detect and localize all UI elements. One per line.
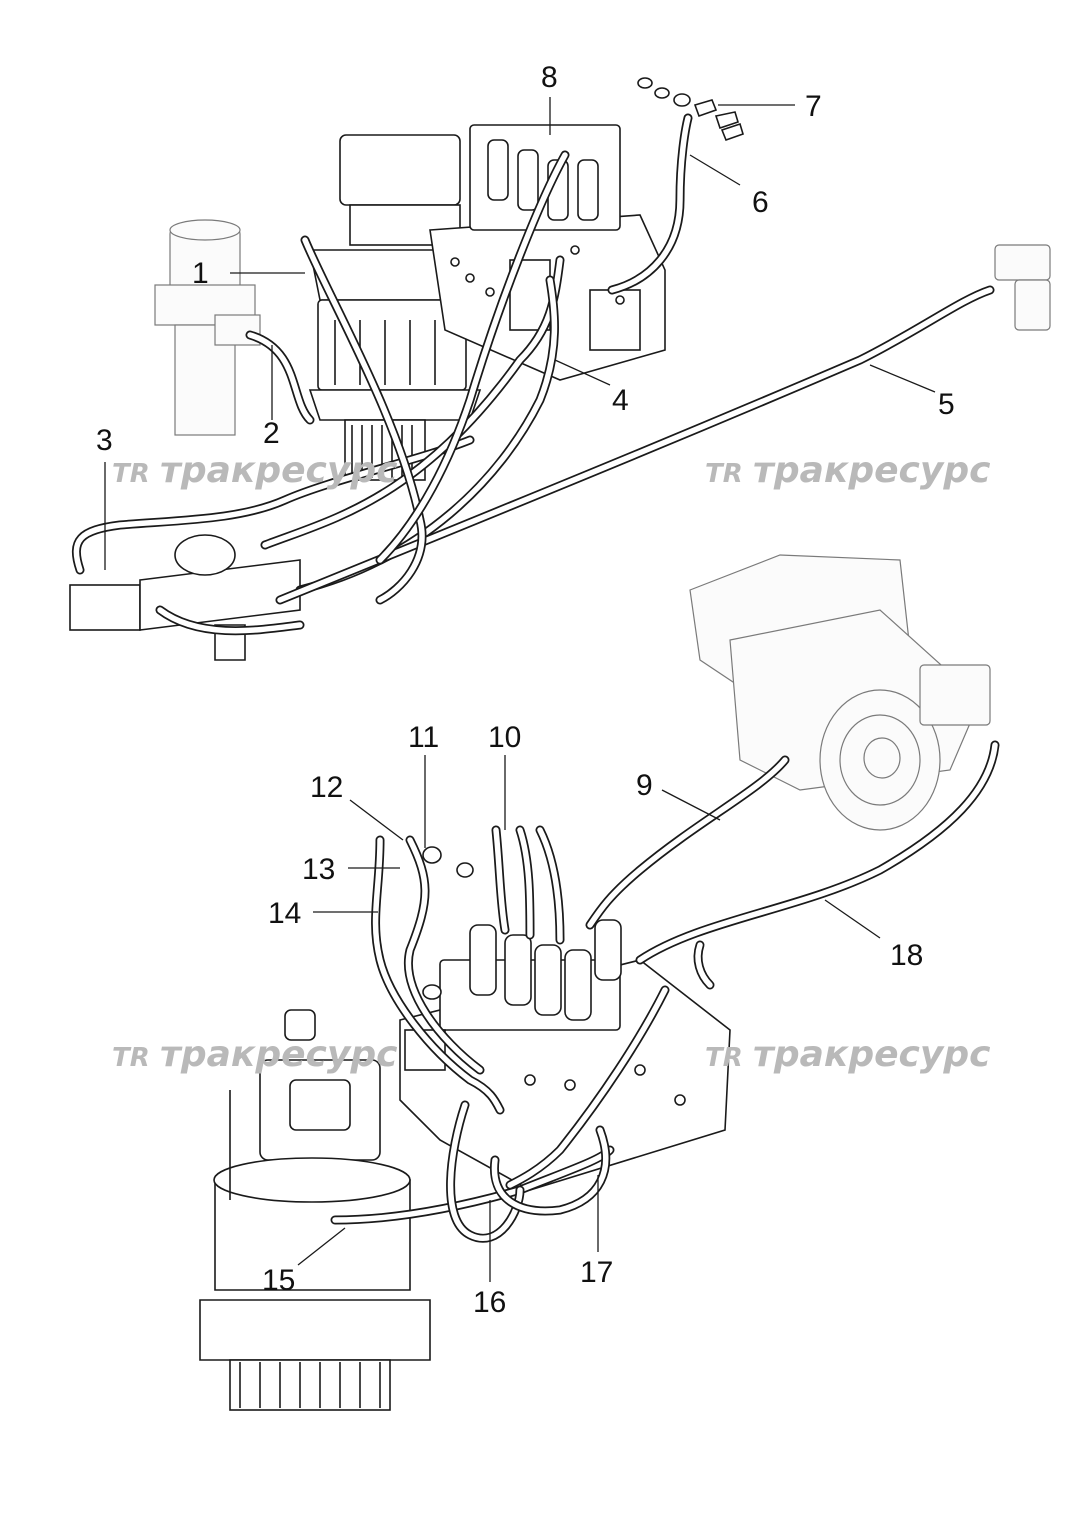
svg-text:тракресурс: тракресурс xyxy=(160,1034,397,1075)
callout-16: 16 xyxy=(473,1286,506,1319)
callout-17: 17 xyxy=(580,1256,613,1289)
callout-9: 9 xyxy=(636,769,653,802)
callout-13: 13 xyxy=(302,853,335,886)
filter-housing xyxy=(994,244,1051,331)
callout-8: 8 xyxy=(541,61,558,94)
svg-text:TR: TR xyxy=(112,459,150,489)
callout-18: 18 xyxy=(890,939,923,972)
swivel-joint xyxy=(154,219,261,436)
callout-10: 10 xyxy=(488,721,521,754)
fittings-group-lower xyxy=(422,846,474,1000)
svg-text:TR: TR xyxy=(705,1043,743,1073)
fittings-group-7 xyxy=(637,77,744,142)
svg-text:тракресурс: тракресурс xyxy=(753,450,990,491)
svg-text:тракресурс: тракресурс xyxy=(160,450,397,491)
swing-motor-lower xyxy=(199,1009,431,1411)
watermark-3: TR тракресурс xyxy=(112,1034,397,1075)
lower-assembly xyxy=(199,554,1000,1411)
callout-5: 5 xyxy=(938,388,955,421)
svg-text:тракресурс: тракресурс xyxy=(753,1034,990,1075)
svg-text:TR: TR xyxy=(112,1043,150,1073)
callout-2: 2 xyxy=(263,417,280,450)
callout-6: 6 xyxy=(752,186,769,219)
callout-4: 4 xyxy=(612,384,629,417)
leader-lines xyxy=(104,97,936,1282)
watermark-4: TR тракресурс xyxy=(705,1034,990,1075)
callout-7: 7 xyxy=(805,90,822,123)
main-pump xyxy=(689,554,991,831)
callout-labels: 1 2 3 4 5 6 7 8 9 10 11 12 13 14 15 16 1… xyxy=(96,61,955,1319)
upper-hoses xyxy=(71,113,995,636)
callout-14: 14 xyxy=(268,897,301,930)
watermark-2: TR тракресурс xyxy=(705,450,990,491)
callout-1: 1 xyxy=(192,257,209,290)
callout-11: 11 xyxy=(408,721,439,754)
watermark-1: TR тракресурс xyxy=(112,450,397,491)
upper-assembly xyxy=(69,77,1051,661)
callout-3: 3 xyxy=(96,424,113,457)
callout-12: 12 xyxy=(310,771,343,804)
svg-text:TR: TR xyxy=(705,459,743,489)
lower-hoses xyxy=(330,740,1000,1243)
callout-15: 15 xyxy=(262,1264,295,1297)
